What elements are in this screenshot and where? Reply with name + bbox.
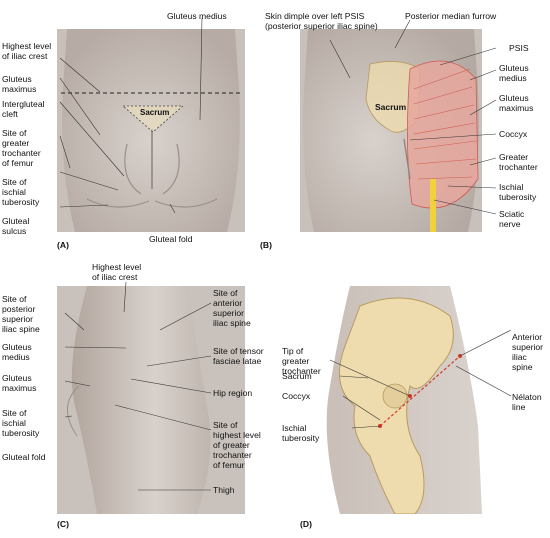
label-ischial-tuberosity-d: Ischial tuberosity [282,423,320,443]
label-tensor-fasciae-latae: Site of tensor fasciae latae [213,346,264,366]
buttock-contours [124,143,180,195]
sacrum-label: Sacrum [375,102,407,112]
gluteal-sulcus-lines [86,198,218,208]
trochanter-point [408,394,412,398]
panel-c-illustration [57,286,245,514]
panel-d-illustration [326,286,482,514]
label-gluteus-maximus-c: Gluteus maximus [2,373,37,393]
muscle-fiber-lines [413,68,477,180]
label-gluteal-fold-c: Gluteal fold [2,452,46,462]
label-coccyx-d: Coccyx [282,391,311,401]
hip-joint [382,383,408,409]
label-sacrum-d: Sacrum [282,371,312,381]
side-body-shape [71,286,211,514]
label-gluteus-maximus-b: Gluteus maximus [499,93,534,113]
panel-b-id: (B) [260,240,272,250]
panel-b: Sacrum [300,29,482,232]
torso-back-shape [62,29,240,232]
label-asis-d: Anterior superior iliac spine [512,332,544,372]
panel-d-id: (D) [300,519,312,529]
sacrum-label: Sacrum [140,108,170,117]
gluteal-muscles [407,60,479,209]
ischial-point [378,424,382,428]
label-skin-dimple-psis: Skin dimple over left PSIS (posterior su… [265,11,378,31]
label-hip-region: Hip region [213,388,253,398]
label-gluteus-medius-a: Gluteus medius [167,11,227,21]
label-ischial-tuberosity-c: Site of ischial tuberosity [2,408,40,438]
label-psis: PSIS [509,43,529,53]
label-intergluteal-cleft: Intergluteal cleft [2,99,45,119]
label-nelaton-line: Nélaton line [512,392,542,412]
sacrum-pelvis-bone [365,61,421,133]
label-tip-greater-trochanter: Tip of greater trochanter [282,346,321,376]
label-sciatic-nerve: Sciatic nerve [499,209,525,229]
label-posterior-median-furrow: Posterior median furrow [405,11,497,21]
label-gluteus-medius-b: Gluteus medius [499,63,529,83]
label-asis-site: Site of anterior superior iliac spine [213,288,251,328]
label-psis-site: Site of posterior superior iliac spine [2,294,40,334]
label-highest-greater-trochanter: Site of highest level of greater trochan… [213,420,261,470]
label-coccyx-b: Coccyx [499,129,528,139]
sciatic-nerve-shape [430,179,436,232]
panel-c [57,286,245,514]
panel-a-id: (A) [57,240,69,250]
panel-c-id: (C) [57,519,69,529]
label-ischial-tuberosity-b: Ischial tuberosity [499,182,537,202]
label-gluteal-sulcus: Gluteal sulcus [2,216,30,236]
panel-a: Sacrum [57,29,245,232]
panel-b-illustration [300,29,482,232]
buttock-contour [67,385,80,437]
label-thigh: Thigh [213,485,235,495]
sacrum-triangle [121,105,185,133]
label-ischial-tuberosity-a: Site of ischial tuberosity [2,177,40,207]
label-highest-iliac-crest-c: Highest level of iliac crest [92,262,142,282]
asis-point [458,354,462,358]
label-gluteus-medius-c: Gluteus medius [2,342,32,362]
panel-d [300,286,482,514]
label-greater-trochanter-a: Site of greater trochanter of femur [2,128,41,168]
panel-a-illustration [57,29,245,232]
label-highest-iliac-crest-a: Highest level of iliac crest [2,41,52,61]
label-gluteal-fold-a: Gluteal fold [149,234,193,244]
intergluteal-cleft-line [403,138,411,180]
label-gluteus-maximus-a: Gluteus maximus [2,74,37,94]
label-greater-trochanter-b: Greater trochanter [499,152,538,172]
nelaton-line [379,355,461,427]
